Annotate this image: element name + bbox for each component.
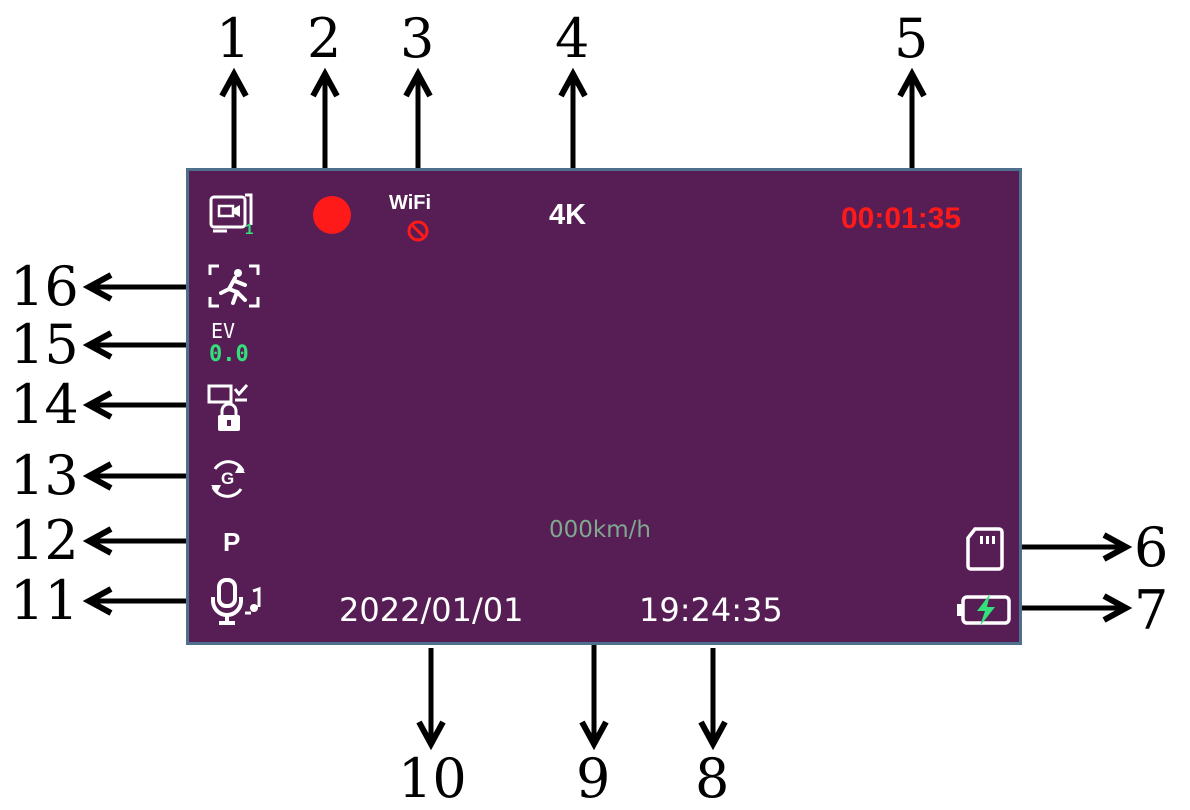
callout-1: 1 [216,7,251,70]
wifi-label: WiFi [389,192,432,214]
microphone-icon [211,578,261,625]
ev-value: 0.0 [209,342,249,367]
parking-mode-letter: P [223,527,241,557]
gsensor-icon [211,460,245,498]
battery-charging-icon [957,594,1011,626]
callout-3: 3 [400,7,435,70]
speed-readout: 000km/h [549,517,651,543]
sd-card-icon [966,527,1004,571]
date-readout: 2022/01/01 [339,591,524,629]
callout-14: 14 [10,373,79,436]
motion-detection-icon [208,264,260,308]
callout-4: 4 [555,7,590,70]
callout-2: 2 [307,7,342,70]
camera-screen: 1 WiFi 4K 00:01:35 EV 0.0 G P [186,168,1022,645]
record-timer: 00:01:35 [841,202,962,235]
lock-file-icon [207,384,249,431]
loop-recording-icon [209,193,253,233]
callout-10: 10 [398,747,467,810]
callout-16: 16 [10,255,79,318]
loop-badge: 1 [245,221,254,238]
callout-8: 8 [695,747,730,810]
wifi-off-icon [407,220,429,242]
record-dot-icon [313,196,351,234]
callout-11: 11 [10,569,79,632]
callout-5: 5 [894,7,929,70]
gsensor-letter: G [221,469,235,488]
callout-7: 7 [1134,579,1169,642]
callout-13: 13 [10,444,79,507]
callout-6: 6 [1134,516,1169,579]
callout-12: 12 [10,509,79,572]
callout-9: 9 [576,747,611,810]
ev-label: EV [211,319,236,343]
callout-15: 15 [10,313,79,376]
time-readout: 19:24:35 [639,591,783,629]
resolution-label: 4K [549,199,587,231]
